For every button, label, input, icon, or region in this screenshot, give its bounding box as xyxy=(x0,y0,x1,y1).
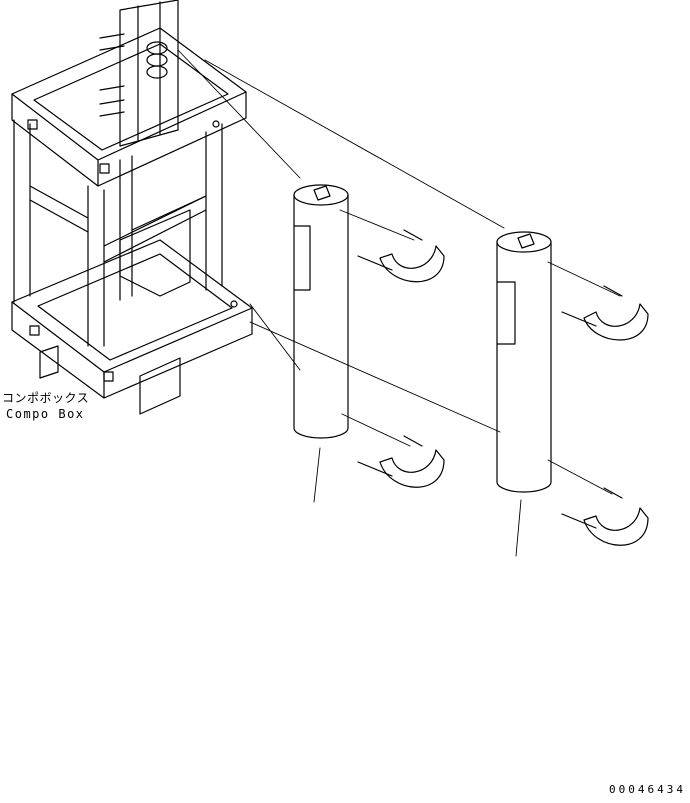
cylinder-2 xyxy=(496,231,552,557)
drawing-number: 00046434 xyxy=(609,783,686,796)
component-label-japanese: コンポボックス xyxy=(2,391,90,405)
cylinder-1 xyxy=(293,184,349,503)
component-label-english: Compo Box xyxy=(6,407,85,421)
assembly-leader-lines xyxy=(177,49,621,495)
compo-box-frame xyxy=(11,0,253,415)
strap-clamps xyxy=(357,229,649,546)
